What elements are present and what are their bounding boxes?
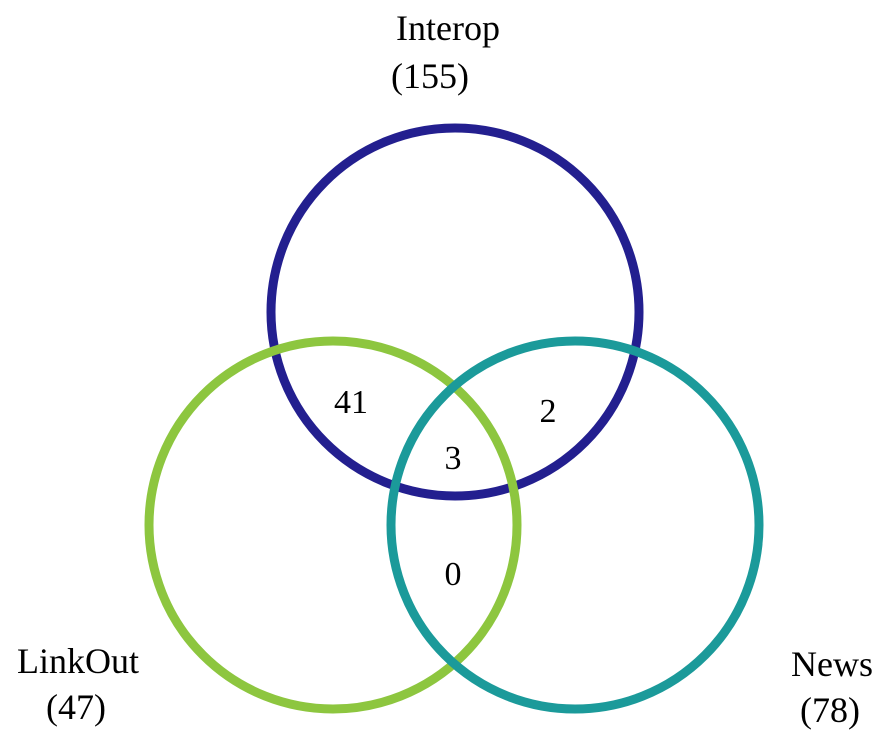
region-interop-linkout: 41 bbox=[334, 384, 368, 421]
circle-news bbox=[386, 336, 764, 714]
region-interop-news: 2 bbox=[540, 393, 557, 430]
circle-linkout bbox=[144, 336, 522, 714]
set-total-news: (78) bbox=[800, 690, 860, 730]
circle-interop bbox=[266, 123, 644, 501]
set-label-news: News bbox=[791, 644, 873, 684]
region-all-three: 3 bbox=[445, 440, 462, 477]
region-linkout-news: 0 bbox=[445, 556, 462, 593]
set-total-interop: (155) bbox=[391, 56, 469, 96]
set-label-linkout: LinkOut bbox=[17, 641, 139, 681]
set-label-interop: Interop bbox=[396, 8, 500, 48]
set-total-linkout: (47) bbox=[46, 687, 106, 727]
